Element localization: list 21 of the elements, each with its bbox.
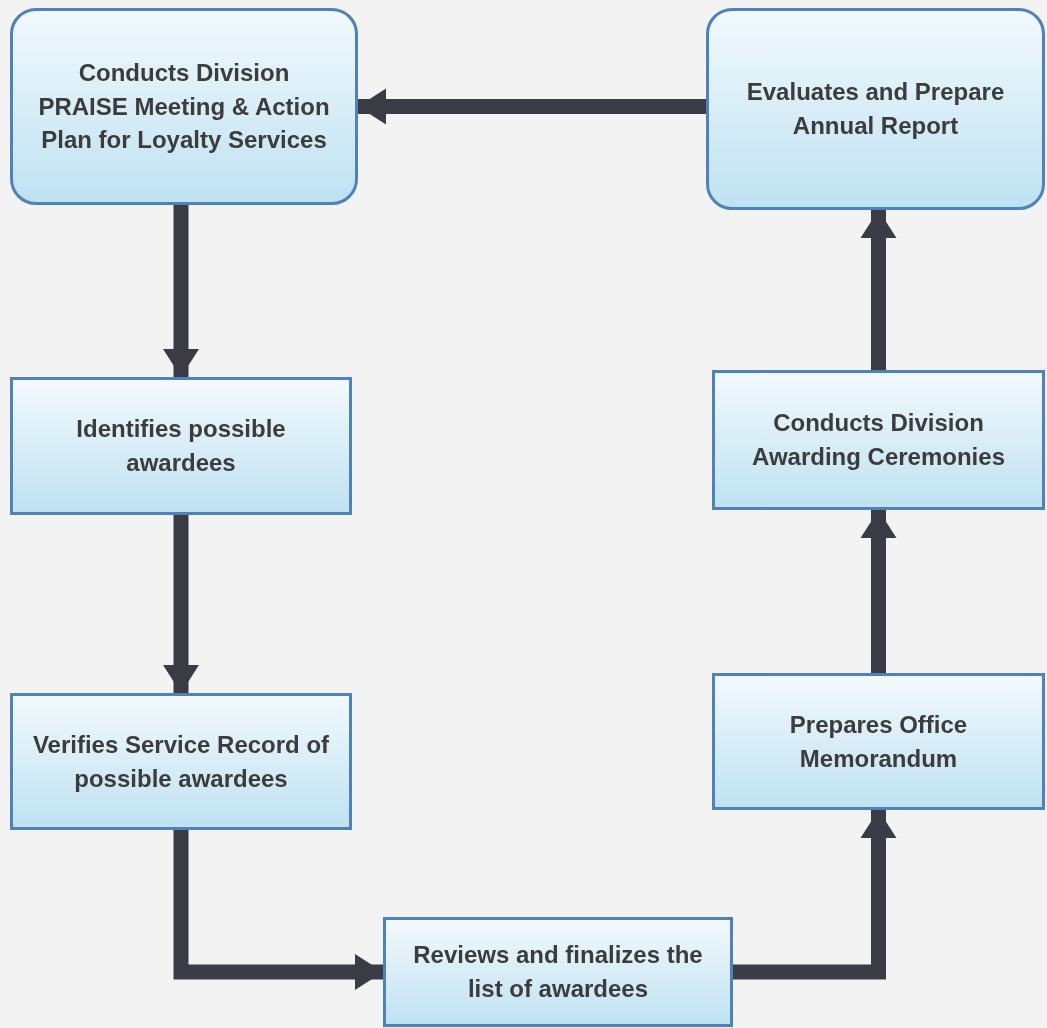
step-text: Conducts Division PRAISE Meeting & Action Plan for Loyalty Services (37, 58, 331, 156)
process-box (383, 917, 733, 1027)
process-box (10, 377, 352, 515)
arrow (860, 510, 897, 673)
arrow (163, 515, 199, 693)
step-text: Identifies possible awardees (75, 414, 287, 478)
rounded-process-box (706, 8, 1045, 210)
process-box (712, 673, 1045, 810)
process-box (10, 693, 352, 830)
arrow (163, 205, 199, 377)
step-text: Verifies Service Record of possible awardees (31, 729, 331, 794)
rounded-process-box (10, 8, 358, 205)
arrow (358, 88, 706, 125)
step-text: Prepares Office Memorandum (788, 709, 969, 774)
process-box (712, 370, 1045, 510)
arrow (173, 830, 383, 990)
arrow (733, 810, 897, 980)
arrow (860, 210, 897, 370)
step-text: Conducts Division Awarding Ceremonies (751, 408, 1006, 472)
step-text: Reviews and finalizes the list of awardees (412, 940, 704, 1004)
step-text: Evaluates and Prepare Annual Report (745, 77, 1006, 141)
